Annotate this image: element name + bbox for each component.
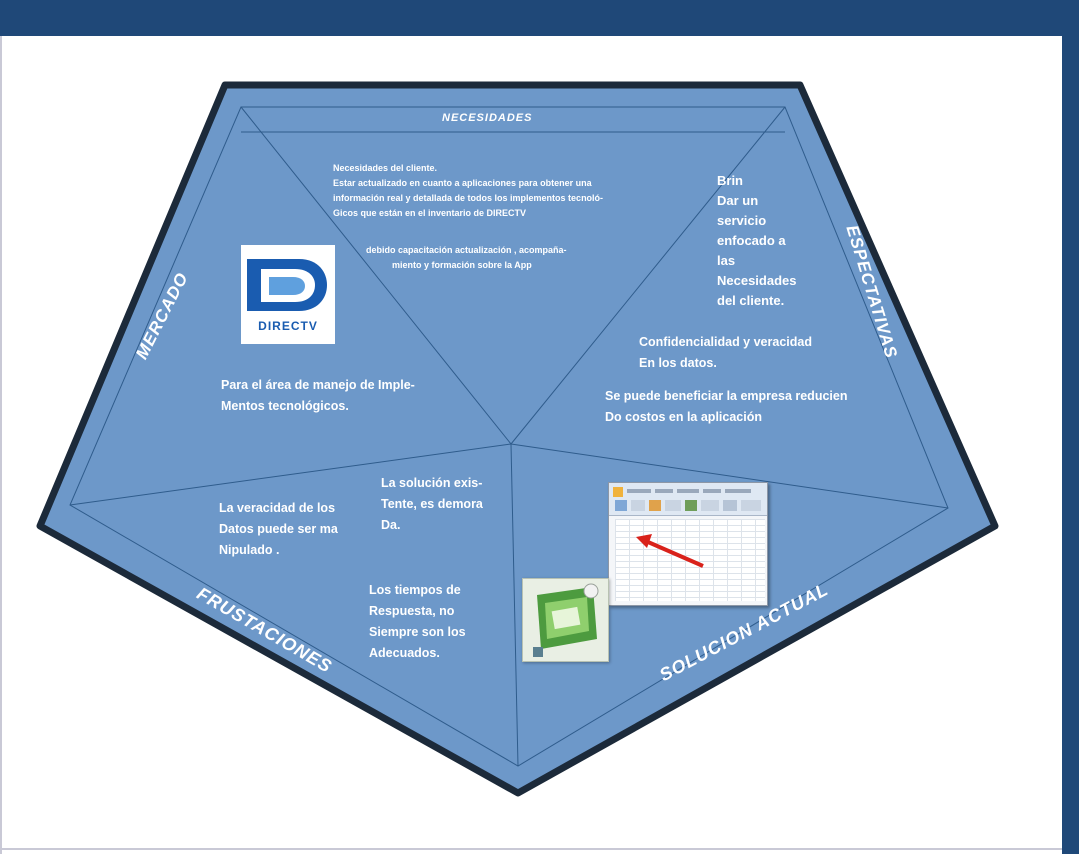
left-border-line xyxy=(0,36,2,854)
divider-mercado-necesidades xyxy=(240,106,512,445)
especativas-1-line-4: enfocado a xyxy=(717,233,786,248)
necesidades-line-6: miento y formación sobre la App xyxy=(392,260,532,270)
divider-necesidades-especativas xyxy=(510,106,786,445)
especativas-1-line-6: Necesidades xyxy=(717,273,797,288)
divider-solucion-frustaciones xyxy=(510,443,519,767)
frustaciones-text-1: La veracidad de los Datos puede ser ma N… xyxy=(219,498,338,561)
directv-logo-text: DIRECTV xyxy=(258,319,318,333)
especativas-1-line-2: Dar un xyxy=(717,193,759,208)
especativas-1-line-1: Brin xyxy=(717,173,743,188)
necesidades-text: Necesidades del cliente. Estar actualiza… xyxy=(333,161,603,221)
especativas-text-1: Brin Dar un servicio enfocado a las Nece… xyxy=(717,171,797,311)
frustaciones-2-line-1: La solución exis- xyxy=(381,476,483,490)
especativas-3-line-1: Se puede beneficiar la empresa reducien xyxy=(605,389,848,403)
frustaciones-1-line-2: Datos puede ser ma xyxy=(219,522,338,536)
excel-app-graphic xyxy=(523,579,608,661)
top-banner xyxy=(0,0,1079,36)
especativas-1-line-3: servicio xyxy=(717,213,767,228)
necesidades-line-4: Gicos que están en el inventario de DIRE… xyxy=(333,208,527,218)
especativas-3-line-2: Do costos en la aplicación xyxy=(605,410,762,424)
especativas-text-2: Confidencialidad y veracidad En los dato… xyxy=(639,332,812,374)
divider-frustaciones-mercado xyxy=(69,443,512,506)
right-banner xyxy=(1062,0,1079,854)
excel-app-icon xyxy=(522,578,609,662)
frustaciones-3-line-3: Siempre son los xyxy=(369,625,466,639)
frustaciones-3-line-4: Adecuados. xyxy=(369,646,440,660)
divider-especativas-solucion xyxy=(510,443,949,509)
frustaciones-text-3: Los tiempos de Respuesta, no Siempre son… xyxy=(369,580,466,664)
necesidades-line-3: información real y detallada de todos lo… xyxy=(333,193,604,203)
mercado-line-1: Para el área de manejo de Imple- xyxy=(221,378,415,392)
spreadsheet-grid xyxy=(615,519,765,601)
especativas-text-3: Se puede beneficiar la empresa reducien … xyxy=(605,386,847,428)
frustaciones-2-line-2: Tente, es demora xyxy=(381,497,483,511)
frustaciones-2-line-3: Da. xyxy=(381,518,401,532)
inner-pentagon-outline xyxy=(69,106,949,767)
directv-logo-mark xyxy=(247,259,327,311)
necesidades-line-5: debido capacitación actualización , acom… xyxy=(366,245,567,255)
mercado-line-2: Mentos tecnológicos. xyxy=(221,399,349,413)
especativas-2-line-2: En los datos. xyxy=(639,356,717,370)
frustaciones-1-line-3: Nipulado . xyxy=(219,543,280,557)
ribbon-icons xyxy=(613,487,761,511)
necesidades-text-2: debido capacitación actualización , acom… xyxy=(366,243,567,273)
frustaciones-3-line-2: Respuesta, no xyxy=(369,604,455,618)
directv-logo-icon: DIRECTV xyxy=(241,245,335,344)
necesidades-line-1: Necesidades del cliente. xyxy=(333,163,438,173)
especativas-1-line-7: del cliente. xyxy=(717,293,785,308)
necesidades-line-2: Estar actualizado en cuanto a aplicacion… xyxy=(333,178,592,188)
spreadsheet-ribbon xyxy=(609,483,767,516)
frustaciones-text-2: La solución exis- Tente, es demora Da. xyxy=(381,473,483,536)
frustaciones-3-line-1: Los tiempos de xyxy=(369,583,461,597)
frustaciones-1-line-1: La veracidad de los xyxy=(219,501,336,515)
necesidades-title: NECESIDADES xyxy=(442,112,533,124)
spreadsheet-screenshot-icon xyxy=(608,482,768,606)
especativas-2-line-1: Confidencialidad y veracidad xyxy=(639,335,812,349)
especativas-1-line-5: las xyxy=(717,253,736,268)
mercado-text: Para el área de manejo de Imple- Mentos … xyxy=(221,375,415,417)
bottom-border-line xyxy=(0,848,1062,850)
